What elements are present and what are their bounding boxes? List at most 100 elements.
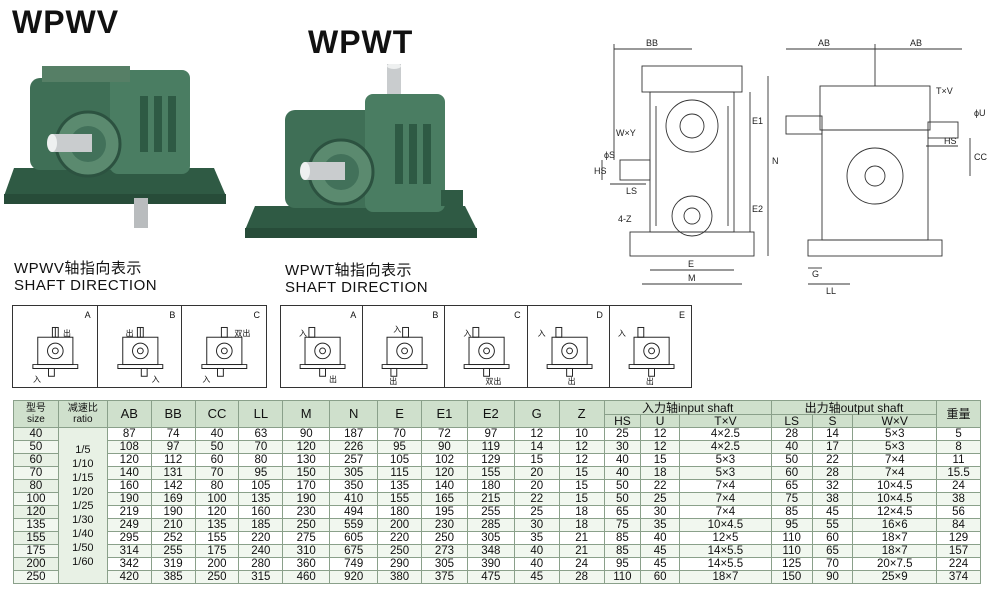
table-cell: 252 bbox=[150, 531, 196, 545]
ratio-value: 1/15 bbox=[72, 471, 94, 484]
table-cell: 385 bbox=[150, 570, 196, 584]
ratio-value: 1/5 bbox=[75, 443, 91, 456]
table-cell: 60 bbox=[770, 466, 813, 480]
table-cell: 14×5.5 bbox=[679, 557, 772, 571]
table-cell: 11 bbox=[936, 453, 981, 467]
wpwt-caption-cn: WPWT轴指向表示 bbox=[285, 262, 412, 279]
table-cell: 22 bbox=[640, 479, 681, 493]
double-output-label: 双出 bbox=[485, 377, 502, 386]
table-cell: 70 bbox=[194, 466, 240, 480]
table-cell: 290 bbox=[377, 557, 422, 571]
table-cell: 87 bbox=[106, 427, 152, 441]
table-cell: 255 bbox=[150, 544, 196, 558]
table-cell: 70 bbox=[238, 440, 284, 454]
table-cell: 18×7 bbox=[679, 570, 772, 584]
table-cell: 28 bbox=[770, 427, 813, 441]
table-cell: 65 bbox=[811, 544, 854, 558]
table-cell: 250 bbox=[282, 518, 331, 532]
table-cell: 80 bbox=[194, 479, 240, 493]
table-cell: 84 bbox=[936, 518, 981, 532]
table-cell: 219 bbox=[106, 505, 152, 519]
input-label: 入 bbox=[463, 329, 472, 338]
table-cell: 35 bbox=[640, 518, 681, 532]
table-cell: 102 bbox=[420, 453, 468, 467]
gearbox-front-view-icon bbox=[546, 326, 593, 377]
table-cell: 475 bbox=[466, 570, 515, 584]
table-cell: 5×3 bbox=[679, 466, 772, 480]
table-cell: 305 bbox=[466, 531, 515, 545]
table-cell: 45 bbox=[513, 570, 560, 584]
label-e1: E1 bbox=[752, 116, 763, 126]
label-g: G bbox=[812, 269, 819, 279]
header-txv: T×V bbox=[679, 414, 772, 428]
table-cell: 40 bbox=[603, 453, 642, 467]
table-cell: 60 bbox=[811, 531, 854, 545]
table-cell: 187 bbox=[329, 427, 379, 441]
label-txv: T×V bbox=[936, 86, 953, 96]
label-ab-1: AB bbox=[818, 38, 830, 48]
table-cell: 115 bbox=[377, 466, 422, 480]
table-cell: 273 bbox=[420, 544, 468, 558]
label-bb: BB bbox=[646, 38, 658, 48]
table-cell: 12 bbox=[640, 427, 681, 441]
table-cell: 140 bbox=[106, 466, 152, 480]
table-cell: 25×9 bbox=[852, 570, 938, 584]
table-cell: 12 bbox=[558, 440, 605, 454]
output-label: 出 bbox=[125, 329, 134, 338]
table-cell: 28 bbox=[558, 570, 605, 584]
table-cell: 220 bbox=[238, 531, 284, 545]
table-cell: 200 bbox=[377, 518, 422, 532]
table-cell: 155 bbox=[377, 492, 422, 506]
size-cell: 40 bbox=[13, 427, 59, 441]
table-cell: 18 bbox=[558, 505, 605, 519]
table-cell: 410 bbox=[329, 492, 379, 506]
table-cell: 75 bbox=[770, 492, 813, 506]
table-cell: 374 bbox=[936, 570, 981, 584]
table-cell: 7×4 bbox=[852, 453, 938, 467]
table-cell: 50 bbox=[603, 479, 642, 493]
table-cell: 110 bbox=[770, 531, 813, 545]
table-cell: 342 bbox=[106, 557, 152, 571]
table-cell: 97 bbox=[150, 440, 196, 454]
table-cell: 97 bbox=[466, 427, 515, 441]
table-cell: 230 bbox=[282, 505, 331, 519]
table-cell: 390 bbox=[466, 557, 515, 571]
table-cell: 135 bbox=[377, 479, 422, 493]
label-ll: LL bbox=[826, 286, 836, 296]
size-cell: 135 bbox=[13, 518, 59, 532]
output-label: 出 bbox=[329, 375, 337, 384]
input-label: 入 bbox=[151, 375, 160, 384]
table-cell: 35 bbox=[513, 531, 560, 545]
table-cell: 210 bbox=[150, 518, 196, 532]
table-cell: 45 bbox=[640, 544, 681, 558]
table-cell: 85 bbox=[603, 531, 642, 545]
header-bb: BB bbox=[150, 400, 196, 428]
wpwv-shaft-direction-caption: WPWV轴指向表示 SHAFT DIRECTION bbox=[14, 260, 157, 294]
label-ab-2: AB bbox=[910, 38, 922, 48]
label-phi-u: ϕU bbox=[974, 108, 986, 118]
table-cell: 17 bbox=[811, 440, 854, 454]
direction-letter: C bbox=[514, 310, 521, 320]
wpwt-direction-c: C 入 双出 bbox=[445, 306, 528, 387]
table-cell: 95 bbox=[238, 466, 284, 480]
label-ls: LS bbox=[626, 186, 637, 196]
table-cell: 135 bbox=[194, 518, 240, 532]
label-hs-left: HS bbox=[594, 166, 607, 176]
table-cell: 255 bbox=[466, 505, 515, 519]
label-cc: CC bbox=[974, 152, 987, 162]
table-cell: 190 bbox=[282, 492, 331, 506]
header-cc: CC bbox=[194, 400, 240, 428]
table-cell: 7×4 bbox=[679, 479, 772, 493]
table-cell: 150 bbox=[282, 466, 331, 480]
table-cell: 5×3 bbox=[852, 427, 938, 441]
wpwt-direction-d: D 入 出 bbox=[528, 306, 610, 387]
table-cell: 105 bbox=[238, 479, 284, 493]
output-label: 出 bbox=[567, 377, 576, 386]
table-cell: 4×2.5 bbox=[679, 440, 772, 454]
table-cell: 12 bbox=[558, 453, 605, 467]
